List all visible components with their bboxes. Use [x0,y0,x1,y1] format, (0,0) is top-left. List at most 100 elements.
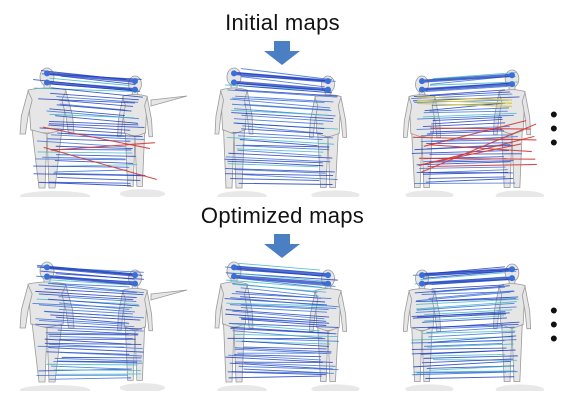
landmark-point [231,79,237,86]
map-error-line [418,157,536,160]
map-line [227,163,319,168]
map-error-line [51,142,155,151]
map-line [226,279,328,289]
map-line [60,75,136,85]
map-line [59,103,125,111]
more-examples-ellipsis: ••• [550,102,558,155]
map-line [45,332,129,335]
map-line [53,172,146,176]
man-figure [402,269,454,391]
map-line [422,271,503,279]
map-line [432,116,503,122]
map-line [32,302,133,309]
map-line [225,313,327,322]
map-error-line [412,136,537,141]
map-line [421,276,513,286]
map-line [230,328,337,335]
more-examples-ellipsis: ••• [550,298,558,351]
map-line [422,122,506,128]
map-line [242,337,339,342]
map-line [57,360,137,363]
initial-map-panel [214,67,360,197]
map-line [38,98,136,104]
map-line [432,359,517,361]
map-line [235,89,339,97]
map-line [230,178,320,181]
map-line [422,172,508,175]
map-error-line [430,127,531,130]
map-line [424,315,504,322]
map-line [415,298,519,305]
map-line [429,81,518,86]
map-line [48,298,140,307]
map-line [411,347,507,350]
landmark-point [325,272,331,279]
map-line [411,150,510,154]
landmark-point [132,78,138,85]
landmark-point [509,266,515,273]
map-line [422,317,507,323]
map-line [429,160,514,163]
map-line [241,114,334,122]
map-line [228,354,322,361]
map-line [238,182,333,185]
map-line [225,309,330,318]
map-line [233,71,329,83]
map-line [33,87,133,93]
map-line [431,354,505,357]
map-line [48,333,138,336]
map-line [57,176,141,181]
landmark-point [325,280,331,287]
landmark-point [231,273,237,280]
map-line [416,161,511,166]
map-line [413,91,511,98]
map-line [241,318,327,326]
map-line [240,287,319,297]
map-line [243,103,330,111]
initial-maps-title: Initial maps [225,10,340,35]
map-line [432,325,503,330]
map-line [51,87,143,98]
map-line [49,77,130,86]
map-line [241,76,325,88]
map-line [231,293,332,299]
map-line [46,327,144,332]
map-line [238,85,332,94]
map-line [234,169,326,174]
map-line [47,138,131,142]
map-line [426,142,512,144]
map-line [224,173,334,177]
map-line [235,145,330,151]
map-line [432,335,517,343]
map-line [425,178,514,183]
map-line [233,118,324,125]
map-line [421,82,513,92]
map-line [239,317,329,324]
map-line [426,130,505,135]
map-line [243,346,327,350]
landmark-point [132,86,138,93]
map-line [234,333,338,337]
map-line [432,72,516,80]
optimized-map-panel [402,263,544,391]
map-error-line [43,146,157,181]
map-line [240,68,333,81]
map-line [38,304,136,313]
optimized-map-panel [214,261,360,391]
map-line [38,293,134,301]
map-line [56,154,136,157]
landmark-point [44,79,50,86]
map-line [426,326,515,334]
map-line [51,164,138,167]
correspondence-lines [32,264,145,380]
map-line [424,309,513,316]
map-line [225,168,335,173]
map-line [229,304,329,310]
correspondence-lines [411,72,537,184]
landmark-point [509,275,515,282]
map-line [45,279,127,286]
map-line [237,148,324,153]
map-line [241,340,329,347]
map-line [416,291,511,302]
map-line [239,139,318,147]
